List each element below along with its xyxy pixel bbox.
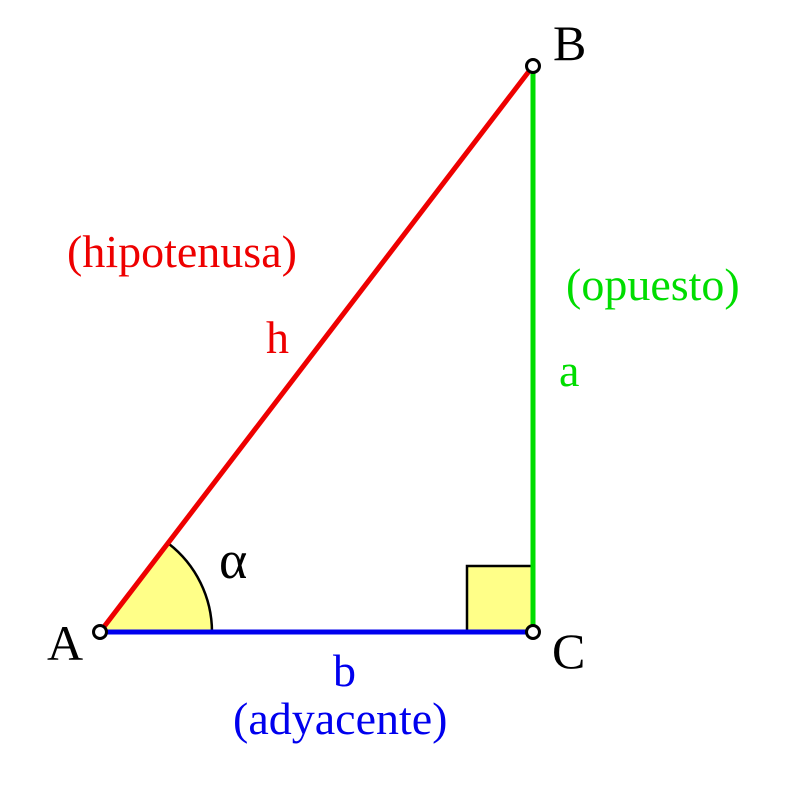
vertex-c-label: C [552, 623, 585, 679]
vertex-b-point [525, 58, 541, 74]
vertex-a-label: A [47, 615, 83, 671]
side-hypotenuse [98, 64, 535, 634]
adjacent-symbol-label: b [333, 645, 356, 696]
angle-alpha-arc [167, 542, 214, 633]
hypotenuse-name-label: (hipotenusa) [67, 226, 297, 277]
angle-alpha-label: α [219, 530, 247, 590]
hypotenuse-symbol-label: h [266, 312, 289, 363]
vertex-b-label: B [553, 15, 586, 71]
angle-alpha-fill [100, 543, 212, 632]
adjacent-name-label: (adyacente) [233, 693, 448, 744]
opposite-name-label: (opuesto) [566, 259, 740, 310]
opposite-symbol-label: a [559, 345, 579, 396]
vertex-a-point [92, 624, 108, 640]
right-angle-marker [465, 564, 535, 634]
vertex-c-point [525, 624, 541, 640]
